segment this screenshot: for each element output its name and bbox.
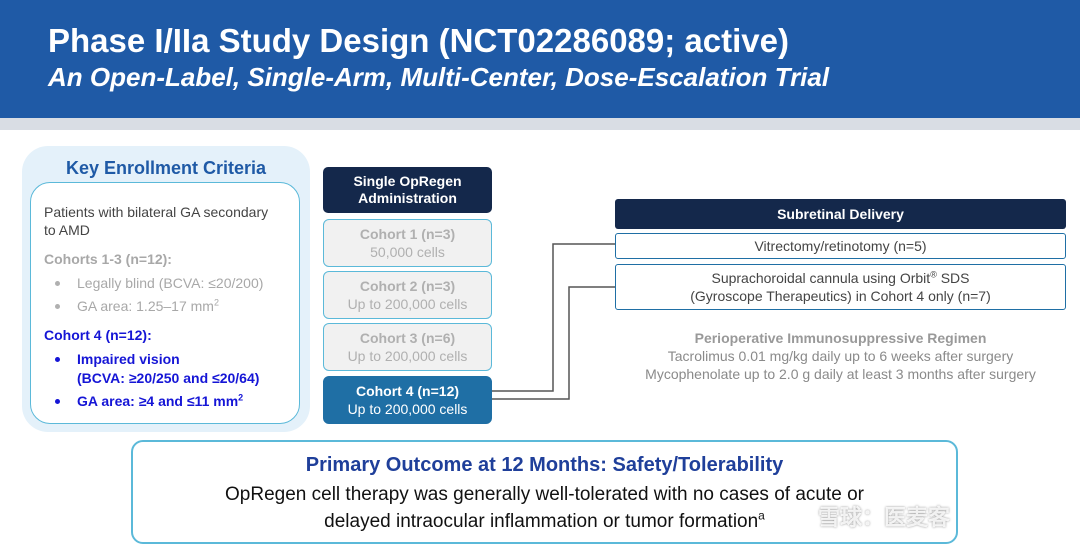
cohort-4-criterion-1-line1: Impaired vision — [77, 351, 180, 367]
bullet-dot — [55, 304, 60, 309]
watermark: 雪球：医麦客 — [818, 505, 951, 530]
primary-outcome-box: Primary Outcome at 12 Months: Safety/Tol… — [131, 440, 958, 544]
regimen-heading: Perioperative Immunosuppressive Regimen — [694, 330, 987, 346]
slide-title: Phase I/IIa Study Design (NCT02286089; a… — [48, 22, 789, 59]
regimen-tacrolimus: Tacrolimus 0.01 mg/kg daily up to 6 week… — [667, 348, 1014, 364]
cohort-4-box: Cohort 4 (n=12) Up to 200,000 cells — [323, 376, 492, 424]
subretinal-delivery-heading: Subretinal Delivery — [615, 199, 1066, 229]
header-divider — [0, 118, 1080, 130]
slide-subtitle: An Open-Label, Single-Arm, Multi-Center,… — [48, 62, 830, 92]
bullet-dot — [55, 281, 60, 286]
administration-heading-line1: Single OpRegen — [353, 173, 462, 189]
criteria-intro-line2: to AMD — [44, 222, 90, 238]
cohort-4-heading: Cohort 4 (n=12): — [44, 327, 152, 343]
cohort-4-criterion-2: GA area: ≥4 and ≤11 mm2 — [77, 392, 244, 409]
primary-outcome-line1: OpRegen cell therapy was generally well-… — [225, 484, 864, 505]
cohort-1-name: Cohort 1 (n=3) — [359, 226, 456, 242]
connector-to-suprachoroidal — [492, 286, 615, 400]
primary-outcome-line2: delayed intraocular inflammation or tumo… — [324, 508, 765, 532]
cohort-1-box: Cohort 1 (n=3) 50,000 cells — [323, 219, 492, 267]
cohort-4-name: Cohort 4 (n=12) — [355, 383, 460, 399]
connector-to-vitrectomy — [492, 243, 615, 392]
vitrectomy-option-box: Vitrectomy/retinotomy (n=5) — [615, 233, 1066, 259]
cohort-3-dose: Up to 200,000 cells — [347, 348, 468, 364]
primary-outcome-title: Primary Outcome at 12 Months: Safety/Tol… — [305, 454, 784, 476]
administration-heading-line2: Administration — [358, 190, 457, 206]
suprachoroidal-option-line2: (Gyroscope Therapeutics) in Cohort 4 onl… — [690, 288, 991, 304]
bullet-dot — [55, 357, 60, 362]
vitrectomy-option-text: Vitrectomy/retinotomy (n=5) — [754, 238, 927, 254]
enrollment-criteria-title: Key Enrollment Criteria — [65, 158, 267, 178]
cohort-4-dose: Up to 200,000 cells — [347, 401, 468, 417]
suprachoroidal-option-box: Suprachoroidal cannula using Orbit® SDS … — [615, 264, 1066, 310]
header-banner: Phase I/IIa Study Design (NCT02286089; a… — [0, 0, 1080, 118]
suprachoroidal-option-line1: Suprachoroidal cannula using Orbit® SDS — [711, 269, 970, 286]
bullet-dot — [55, 399, 60, 404]
regimen-mycophenolate: Mycophenolate up to 2.0 g daily at least… — [645, 366, 1036, 382]
cohort-1-dose: 50,000 cells — [370, 244, 445, 260]
administration-heading: Single OpRegen Administration — [323, 167, 492, 213]
enrollment-criteria-box — [30, 182, 300, 424]
cohort-4-criterion-1-line2: (BCVA: ≥20/250 and ≤20/64) — [77, 370, 260, 386]
cohort-3-box: Cohort 3 (n=6) Up to 200,000 cells — [323, 323, 492, 371]
criteria-intro-line1: Patients with bilateral GA secondary — [44, 204, 269, 220]
cohorts-1-3-criterion-1: Legally blind (BCVA: ≤20/200) — [77, 275, 264, 291]
cohort-2-dose: Up to 200,000 cells — [347, 296, 468, 312]
cohort-2-name: Cohort 2 (n=3) — [359, 278, 456, 294]
cohorts-1-3-criterion-2: GA area: 1.25–17 mm2 — [77, 297, 219, 314]
cohort-3-name: Cohort 3 (n=6) — [359, 330, 456, 346]
cohorts-1-3-heading: Cohorts 1-3 (n=12): — [44, 251, 172, 267]
cohort-2-box: Cohort 2 (n=3) Up to 200,000 cells — [323, 271, 492, 319]
